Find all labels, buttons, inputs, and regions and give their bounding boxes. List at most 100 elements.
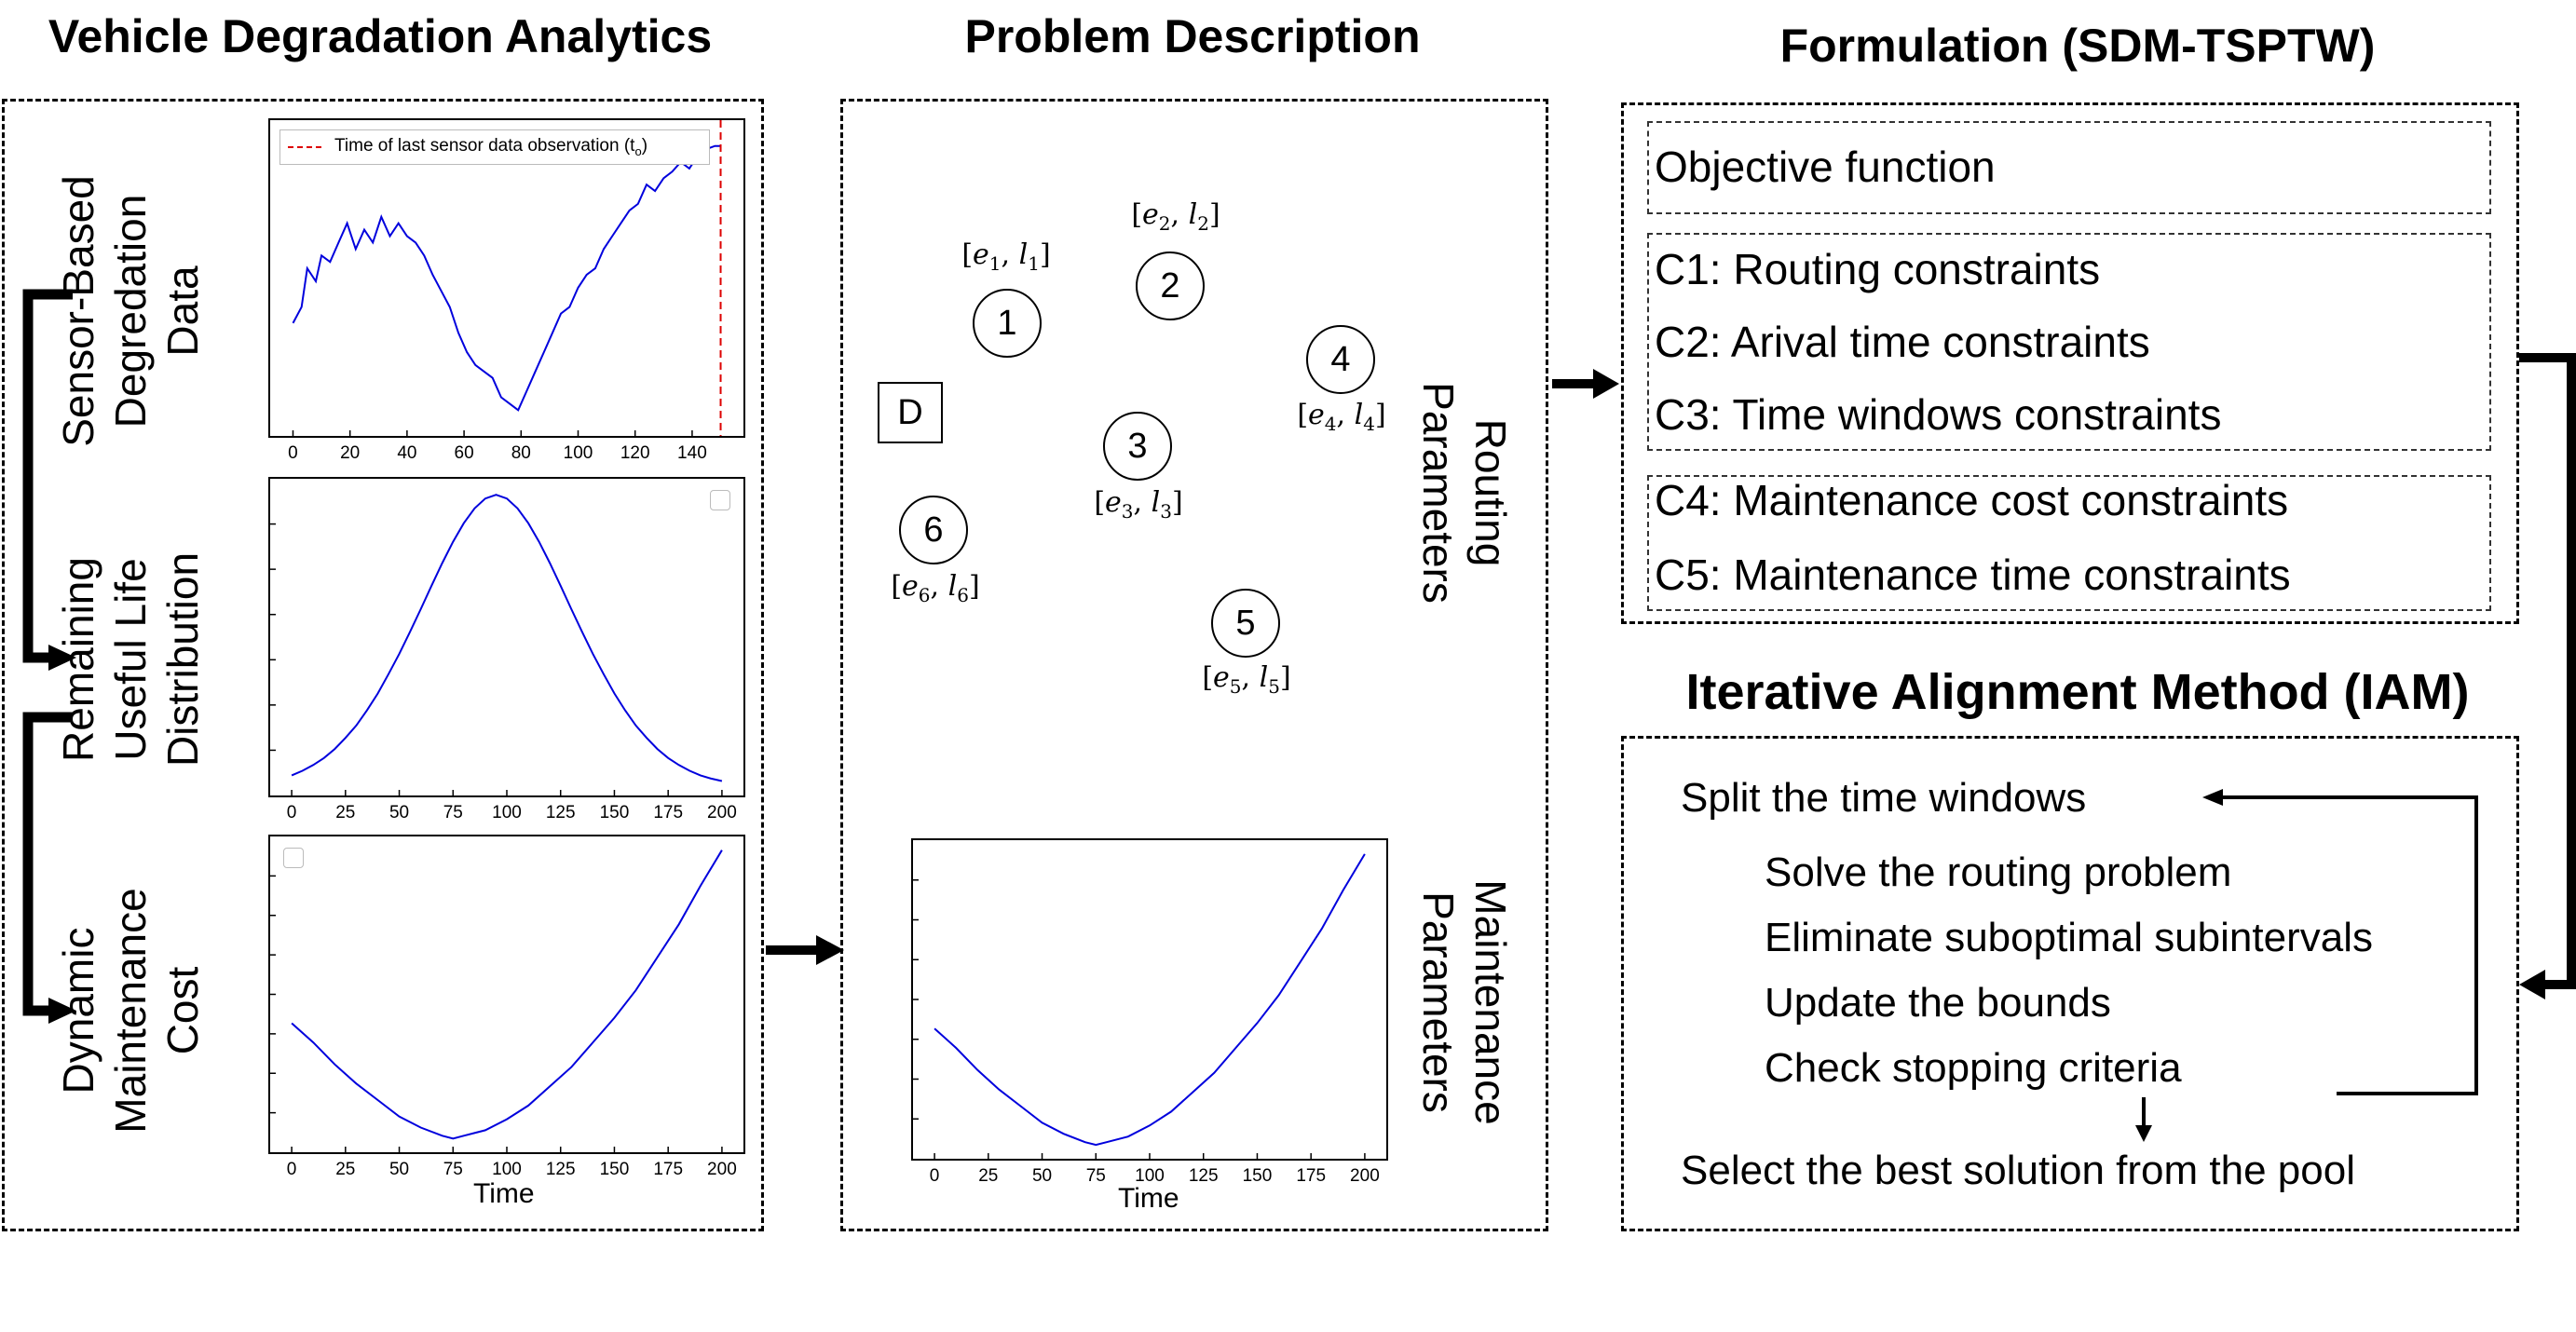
- cost-plot: [268, 835, 745, 1154]
- iam-return-arrow: [2202, 789, 2478, 1095]
- cost-series-line: [291, 849, 723, 1140]
- iam-panel: [1621, 736, 2519, 1231]
- sensor-plot: Time of last sensor data observation (to…: [268, 118, 745, 438]
- analytics-title: Vehicle Degradation Analytics: [48, 10, 713, 62]
- rul-plot-svg: [270, 494, 723, 795]
- customer-node-2: 2: [1136, 251, 1205, 320]
- cost-xticks: 0 25 50 75 100 125 150 175 200: [268, 1160, 745, 1188]
- cost-xtick-label: 150: [599, 1160, 630, 1179]
- maintenance-xtick-label: 75: [1085, 1166, 1106, 1186]
- time-window-3: [e3, l3]: [1094, 486, 1183, 523]
- maintenance-plot: [911, 838, 1388, 1161]
- rul-xtick-label: 75: [443, 803, 463, 822]
- maintenance-plot-svg: [913, 853, 1366, 1159]
- customer-node-6: 6: [899, 496, 968, 564]
- sensor-xtick-label: 120: [620, 443, 650, 463]
- objective-box: [1647, 121, 2491, 214]
- customer-node-5: 5: [1211, 589, 1280, 658]
- maintenance-series-line: [934, 853, 1366, 1147]
- maintenance-xtick-label: 0: [929, 1166, 940, 1186]
- iam-step-select: Select the best solution from the pool: [1681, 1148, 2355, 1193]
- flow-arrows-left: [22, 289, 76, 1024]
- time-window-1: [e1, l1]: [961, 238, 1051, 275]
- sensor-xtick-label: 140: [677, 443, 707, 463]
- rul-xtick-label: 0: [286, 803, 297, 822]
- rul-series-line: [291, 494, 723, 782]
- maintenance-constraints-box: [1647, 475, 2491, 611]
- rul-xtick-label: 50: [388, 803, 410, 822]
- arrow-into-iam: [2519, 970, 2576, 999]
- maintenance-xtick-label: 150: [1242, 1166, 1273, 1186]
- iam-step-update: Update the bounds: [1765, 980, 2111, 1026]
- maintenance-xtick-label: 200: [1350, 1166, 1380, 1186]
- iam-step-check: Check stopping criteria: [1765, 1045, 2182, 1091]
- cost-xtick-label: 0: [286, 1160, 297, 1179]
- iam-step-eliminate: Eliminate suboptimal subintervals: [1765, 915, 2373, 960]
- formulation-panel: [1621, 102, 2519, 624]
- time-window-4: [e4, l4]: [1297, 399, 1386, 435]
- rul-xtick-label: 175: [653, 803, 684, 822]
- customer-node-4: 4: [1306, 325, 1375, 394]
- customer-node-3: 3: [1103, 412, 1172, 481]
- rul-empty-legend: [710, 490, 730, 510]
- arrow-right-1: [766, 935, 844, 965]
- analytics-panel: [2, 99, 764, 1231]
- maintenance-xtick-label: 50: [1031, 1166, 1053, 1186]
- time-window-6: [e6, l6]: [891, 570, 980, 606]
- sensor-legend: Time of last sensor data observation (to…: [279, 129, 710, 165]
- rul-plot: [268, 477, 745, 797]
- objective-function: Objective function: [1655, 143, 1996, 191]
- maintenance-xtick-label: 125: [1188, 1166, 1219, 1186]
- maintenance-xtick-label: 175: [1296, 1166, 1327, 1186]
- constraint-c2: C2: Arival time constraints: [1655, 318, 2150, 366]
- cost-xlabel: Time: [473, 1178, 535, 1209]
- maintenance-xlabel: Time: [1118, 1183, 1179, 1214]
- routing-constraints-box: [1647, 233, 2491, 451]
- iam-title: Iterative Alignment Method (IAM): [1685, 664, 2470, 720]
- formulation-title: Formulation (SDM-TSPTW): [1779, 20, 2376, 72]
- maintenance-xtick-label: 100: [1135, 1166, 1165, 1186]
- cost-plot-svg: [270, 849, 723, 1152]
- sensor-plot-svg: [292, 120, 722, 436]
- cost-xtick-label: 125: [545, 1160, 576, 1179]
- cost-xtick-label: 100: [492, 1160, 522, 1179]
- rul-xtick-label: 150: [599, 803, 630, 822]
- legend-dash-icon: [288, 146, 321, 148]
- arrow-down-right: [2519, 353, 2576, 984]
- rul-xtick-label: 200: [707, 803, 737, 822]
- maintenance-xtick-label: 25: [978, 1166, 999, 1186]
- cost-empty-legend: [283, 848, 304, 868]
- time-window-2: [e2, l2]: [1131, 198, 1220, 235]
- constraint-c4: C4: Maintenance cost constraints: [1655, 476, 2289, 524]
- constraint-c3: C3: Time windows constraints: [1655, 390, 2222, 439]
- constraint-c1: C1: Routing constraints: [1655, 245, 2101, 293]
- cost-xtick-label: 25: [335, 1160, 356, 1179]
- iam-down-arrow: [2135, 1097, 2152, 1142]
- time-window-5: [e5, l5]: [1202, 661, 1291, 698]
- sensor-xtick-label: 20: [340, 443, 361, 463]
- sensor-xtick-label: 100: [563, 443, 593, 463]
- iam-step-solve: Solve the routing problem: [1765, 849, 2232, 895]
- arrow-right-2: [1552, 369, 1619, 399]
- cost-xtick-label: 200: [707, 1160, 737, 1179]
- problem-panel: [840, 99, 1548, 1231]
- sensor-xtick-label: 40: [397, 443, 417, 463]
- cost-xtick-label: 75: [443, 1160, 463, 1179]
- constraint-c5: C5: Maintenance time constraints: [1655, 550, 2291, 599]
- maintenance-xticks: 0 25 50 75 100 125 150 175 200: [911, 1166, 1388, 1194]
- iam-step-split: Split the time windows: [1681, 775, 2087, 821]
- customer-node-1: 1: [973, 289, 1042, 358]
- cost-xtick-label: 50: [388, 1160, 410, 1179]
- sensor-series-line: [292, 144, 721, 412]
- depot-node: D: [878, 382, 943, 443]
- rul-xtick-label: 100: [492, 803, 522, 822]
- problem-title: Problem Description: [964, 10, 1421, 62]
- rul-xtick-label: 25: [335, 803, 356, 822]
- cost-xtick-label: 175: [653, 1160, 684, 1179]
- sensor-xtick-label: 0: [288, 443, 298, 463]
- legend-text: Time of last sensor data observation (to…: [334, 136, 648, 158]
